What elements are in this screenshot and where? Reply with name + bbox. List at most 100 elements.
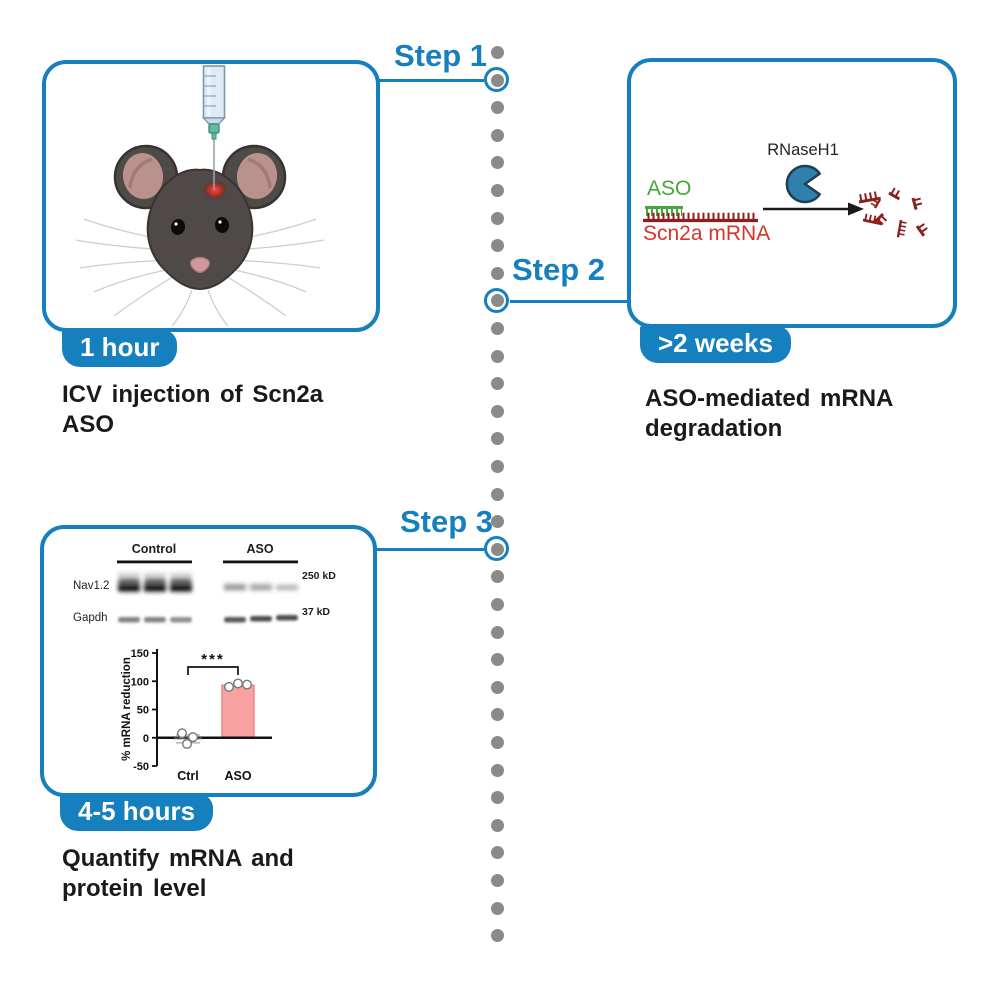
y-axis-label: % mRNA reduction — [121, 657, 133, 761]
mouse-nose — [190, 256, 210, 274]
timeline-dot — [490, 708, 504, 722]
significance-stars: *** — [201, 651, 225, 668]
step3-caption: Quantify mRNA and protein level — [62, 844, 294, 904]
step3-marker-circle — [484, 536, 509, 562]
step3-connector-line — [374, 547, 484, 551]
nav12-control-bands — [118, 573, 192, 592]
step2-connector-line — [510, 299, 628, 303]
mouse-eyes — [170, 217, 230, 235]
timeline-dot — [490, 183, 504, 197]
y-tick-label: 150 — [131, 648, 149, 660]
timeline-dot — [490, 873, 504, 887]
timeline-dot — [490, 128, 504, 142]
blot-row-nav12-label: Nav1.2 — [73, 580, 109, 592]
data-point — [176, 728, 187, 739]
timeline-dot — [490, 101, 504, 115]
step3-caption-line1: Quantify mRNA and — [62, 845, 294, 872]
step3-label: Step 3 — [399, 504, 493, 539]
timeline-dot — [490, 266, 504, 280]
blot-group-control-label: Control — [132, 542, 176, 556]
step2-panel: RNaseH1 ASO Scn2a mRNA — [627, 58, 957, 328]
mrna-fragments — [858, 190, 927, 238]
timeline-dot — [490, 570, 504, 584]
y-tick-label: 50 — [137, 705, 149, 717]
blot-group-aso-label: ASO — [246, 542, 273, 556]
step2-caption-line2: degradation — [645, 415, 783, 442]
rnaseh1-enzyme-icon — [785, 164, 821, 204]
step1-duration-badge: 1 hour — [62, 330, 178, 367]
step1-label: Step 1 — [393, 38, 487, 73]
mrna-reduction-chart: 150 100 50 0 -50 *** Ctrl ASO % mRNA reduction — [121, 648, 272, 783]
x-category-label: ASO — [224, 769, 251, 783]
timeline-dot — [490, 404, 504, 418]
rnaseh1-label: RNaseH1 — [767, 141, 839, 159]
timeline-dot — [490, 487, 504, 501]
y-tick-label: 100 — [131, 676, 149, 688]
mouse-head — [146, 168, 254, 291]
timeline-dot — [490, 901, 504, 915]
timeline-dot — [490, 156, 504, 170]
injection-site — [201, 179, 229, 201]
gapdh-bands — [118, 615, 298, 623]
data-point — [181, 738, 192, 749]
step1-marker-circle — [484, 67, 509, 92]
timeline-dot — [490, 349, 504, 363]
aso-label: ASO — [647, 177, 691, 200]
timeline-dot — [490, 239, 504, 253]
step1-connector-line — [378, 78, 484, 82]
y-tick-label: -50 — [133, 761, 149, 773]
step2-caption-line1: ASO-mediated mRNA — [645, 385, 894, 412]
step2-label: Step 2 — [512, 252, 606, 287]
data-point — [223, 681, 234, 692]
step1-caption-line1: ICV injection of Scn2a — [62, 381, 324, 408]
step2-marker-circle — [484, 287, 509, 313]
timeline-dot — [490, 515, 504, 529]
blot-marker-37kd: 37 kD — [302, 606, 330, 618]
mrna-label: Scn2a mRNA — [643, 222, 770, 245]
reaction-arrow — [763, 202, 864, 216]
data-point — [187, 732, 198, 743]
timeline-dot — [490, 377, 504, 391]
blot-row-gapdh-label: Gapdh — [73, 612, 108, 624]
step3-caption-line2: protein level — [62, 875, 207, 902]
mrna-strand — [643, 212, 758, 223]
aso-bar — [221, 684, 255, 739]
timeline-dot — [490, 45, 504, 59]
timeline-dot — [490, 211, 504, 225]
timeline-dot — [490, 818, 504, 832]
timeline-dot — [490, 653, 504, 667]
step1-caption: ICV injection of Scn2a ASO — [62, 380, 323, 440]
timeline-dot — [490, 432, 504, 446]
step2-caption: ASO-mediated mRNA degradation — [645, 384, 893, 444]
data-point — [232, 678, 243, 689]
y-tick-label: 0 — [143, 733, 149, 745]
mouse-whiskers — [75, 218, 325, 327]
timeline-dot — [490, 735, 504, 749]
timeline-dot — [490, 846, 504, 860]
step1-panel — [42, 60, 380, 332]
timeline-dot — [490, 625, 504, 639]
timeline-dot — [490, 791, 504, 805]
step1-caption-line2: ASO — [62, 411, 115, 438]
timeline-dot — [490, 680, 504, 694]
aso-overline — [223, 560, 298, 564]
nav12-aso-bands — [224, 583, 298, 591]
timeline-dot — [490, 763, 504, 777]
step2-duration-badge: >2 weeks — [640, 326, 791, 363]
aso-strand — [645, 206, 683, 216]
timeline-dot — [490, 459, 504, 473]
western-blot: Control ASO Nav1.2 Gapdh 250 kD 37 kD — [73, 542, 336, 624]
timeline-dot — [490, 929, 504, 943]
mouse-injection-illustration — [75, 65, 325, 327]
syringe-icon — [202, 65, 226, 190]
step3-duration-badge: 4-5 hours — [60, 794, 214, 831]
data-point — [241, 679, 252, 690]
aso-degradation-illustration: RNaseH1 ASO Scn2a mRNA — [643, 141, 953, 245]
significance-bracket — [187, 666, 239, 675]
x-category-label: Ctrl — [177, 769, 199, 783]
step3-panel: Control ASO Nav1.2 Gapdh 250 kD 37 kD — [40, 525, 377, 797]
timeline-dot — [490, 321, 504, 335]
blot-marker-250kd: 250 kD — [302, 570, 336, 582]
control-overline — [117, 560, 192, 564]
